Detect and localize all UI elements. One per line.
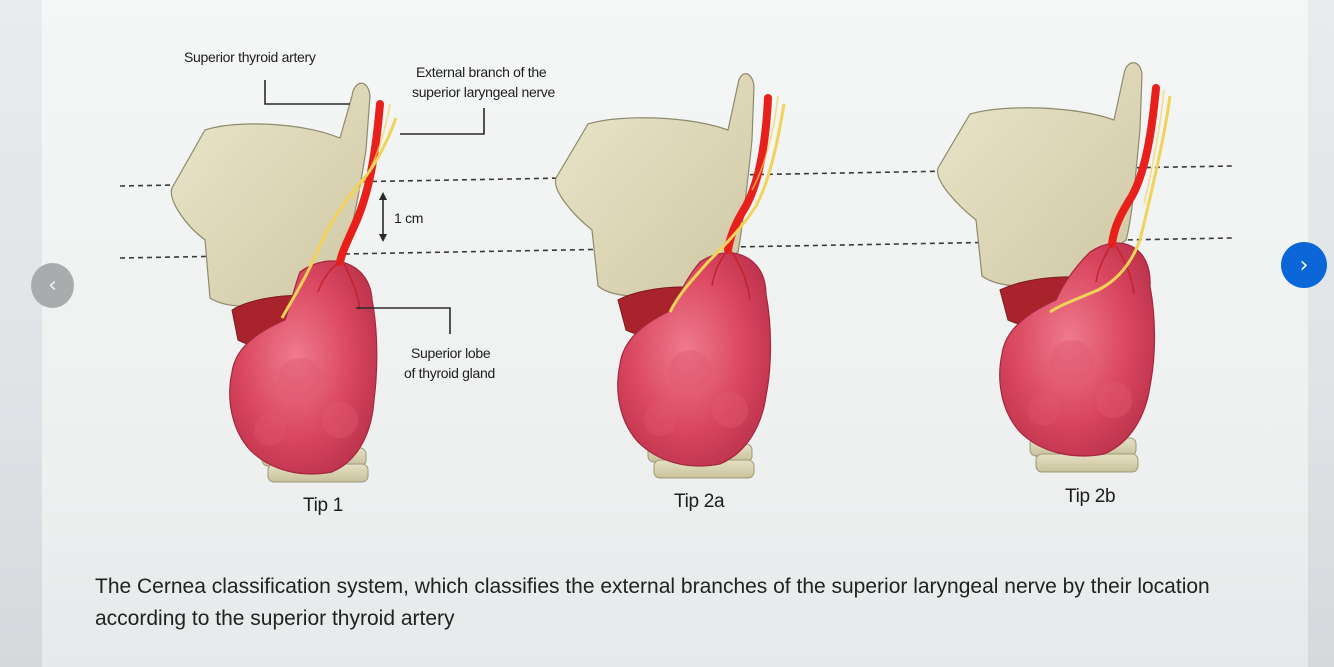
figure-tip-1 bbox=[170, 80, 485, 483]
next-button[interactable]: › bbox=[1281, 242, 1327, 288]
label-distance: 1 cm bbox=[394, 210, 424, 226]
label-nerve-line-2: superior laryngeal nerve bbox=[412, 84, 555, 100]
label-superior-thyroid-artery: Superior thyroid artery bbox=[184, 49, 316, 65]
label-tip-2a: Tip 2a bbox=[674, 491, 725, 512]
label-tip-2b: Tip 2b bbox=[1065, 486, 1116, 507]
chevron-left-icon: ‹ bbox=[48, 273, 57, 298]
label-lobe-line-1: Superior lobe bbox=[411, 345, 491, 361]
previous-button[interactable]: ‹ bbox=[31, 263, 74, 308]
label-lobe-line-2: of thyroid gland bbox=[404, 365, 495, 381]
figure-tip-2b bbox=[936, 62, 1172, 473]
chevron-right-icon: › bbox=[1299, 252, 1309, 278]
label-tip-1: Tip 1 bbox=[303, 495, 344, 516]
figure-caption: The Cernea classification system, which … bbox=[95, 575, 1210, 630]
label-nerve-line-1: External branch of the bbox=[416, 64, 547, 80]
figure-tip-2a bbox=[554, 73, 786, 479]
